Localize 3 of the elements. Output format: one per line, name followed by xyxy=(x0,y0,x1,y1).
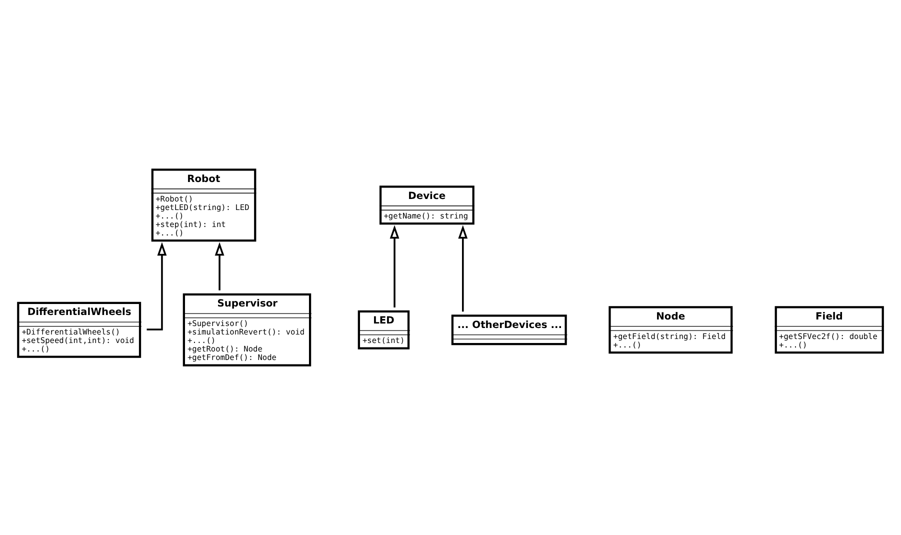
arrow xyxy=(390,225,400,308)
arrow xyxy=(214,242,224,290)
arrow xyxy=(458,225,468,312)
